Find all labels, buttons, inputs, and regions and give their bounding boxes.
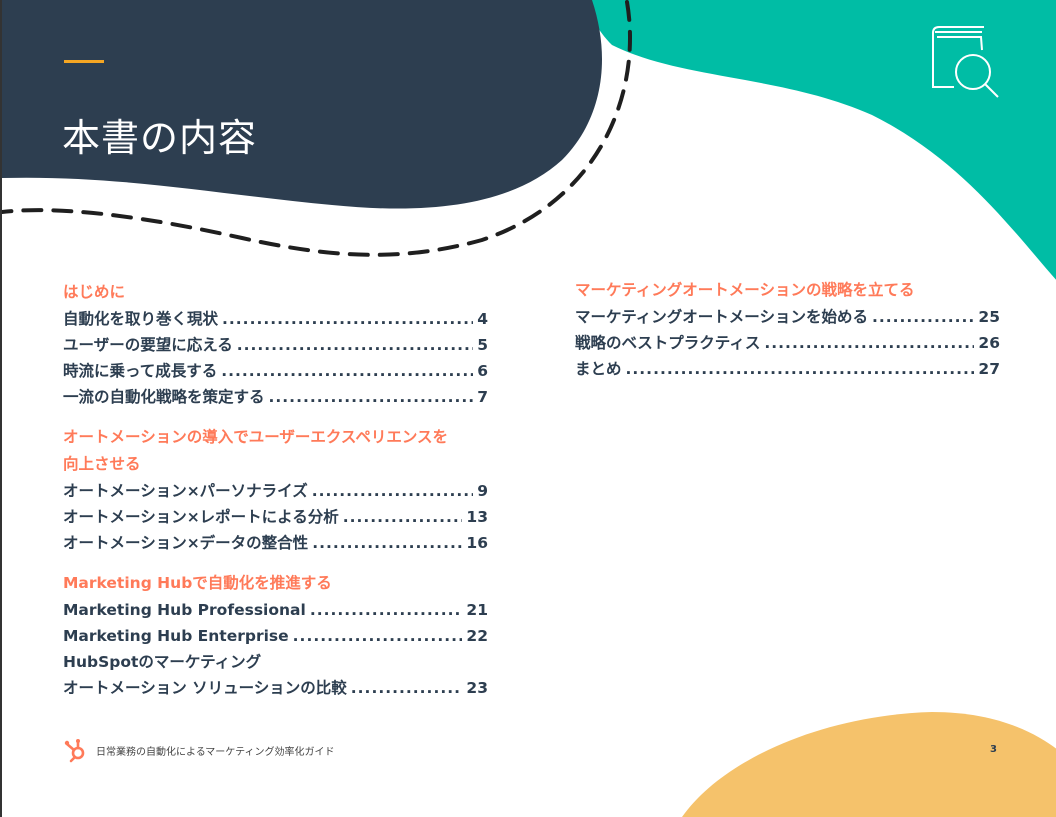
toc-entry[interactable]: オートメーション×データの整合性16 xyxy=(63,530,488,556)
toc-entry[interactable]: 自動化を取り巻く現状4 xyxy=(63,306,488,332)
toc-entry[interactable]: オートメーション×レポートによる分析13 xyxy=(63,504,488,530)
toc-entry[interactable]: 一流の自動化戦略を策定する7 xyxy=(63,384,488,410)
toc-entry[interactable]: オートメーション×パーソナライズ9 xyxy=(63,478,488,504)
section-heading: はじめに xyxy=(63,283,126,301)
toc-entry[interactable]: ユーザーの要望に応える5 xyxy=(63,332,488,358)
footer: 日常業務の自動化によるマーケティング効率化ガイド xyxy=(64,737,335,763)
guide-title: 日常業務の自動化によるマーケティング効率化ガイド xyxy=(96,746,335,758)
page-title: 本書の内容 xyxy=(62,116,258,161)
yellow-blob xyxy=(682,712,1056,817)
toc-entry-line1[interactable]: HubSpotのマーケティング xyxy=(63,653,262,671)
toc-entry[interactable]: Marketing Hub Enterprise22 xyxy=(63,623,488,649)
toc-entry[interactable]: マーケティングオートメーションを始める25 xyxy=(575,304,1000,330)
toc-left-column: はじめに 自動化を取り巻く現状4 ユーザーの要望に応える5 時流に乗って成長する… xyxy=(63,279,488,701)
dashed-line xyxy=(2,0,632,257)
page-number: 3 xyxy=(990,744,997,755)
toc-entry[interactable]: 時流に乗って成長する6 xyxy=(63,358,488,384)
toc-entry[interactable]: 戦略のベストプラクティス26 xyxy=(575,330,1000,356)
toc-entry[interactable]: オートメーション ソリューションの比較23 xyxy=(63,675,488,701)
title-accent-line xyxy=(64,60,104,63)
toc-entry[interactable]: Marketing Hub Professional21 xyxy=(63,597,488,623)
hubspot-sprocket-icon xyxy=(64,739,85,763)
section-heading: Marketing Hubで自動化を推進する xyxy=(63,574,332,592)
toc-right-column: マーケティングオートメーションの戦略を立てる マーケティングオートメーションを始… xyxy=(575,277,1000,382)
section-heading: オートメーションの導入でユーザーエクスペリエンスを向上させる xyxy=(63,428,449,473)
teal-blob xyxy=(587,0,1056,280)
section-heading: マーケティングオートメーションの戦略を立てる xyxy=(575,281,915,299)
book-search-icon xyxy=(932,26,999,98)
navy-blob xyxy=(2,0,602,209)
toc-entry[interactable]: まとめ27 xyxy=(575,356,1000,382)
